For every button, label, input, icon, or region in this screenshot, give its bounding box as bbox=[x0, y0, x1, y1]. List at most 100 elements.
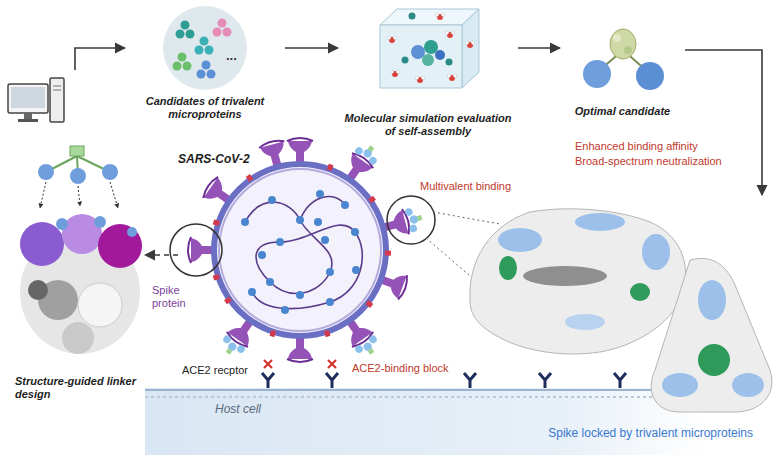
linker-design-figure bbox=[20, 222, 64, 266]
virus-figure bbox=[368, 196, 376, 204]
node-text: Host cell bbox=[215, 402, 261, 416]
spike-surface bbox=[565, 314, 605, 330]
computer-icon bbox=[53, 90, 61, 91]
computer-icon bbox=[11, 87, 45, 108]
linker-design-figure bbox=[78, 186, 80, 206]
node-text: Molecular simulation evaluation of self-… bbox=[342, 112, 514, 138]
optimal-candidate-figure bbox=[583, 60, 611, 88]
magnifier bbox=[170, 196, 500, 300]
virus-figure bbox=[214, 164, 386, 336]
virus-figure bbox=[213, 274, 220, 281]
virus-figure bbox=[324, 330, 331, 337]
computer-icon bbox=[53, 86, 61, 87]
block-note: ACE2-binding block bbox=[350, 362, 451, 375]
simulation-box bbox=[402, 57, 409, 64]
virus-figure bbox=[296, 291, 304, 299]
virus-figure bbox=[326, 268, 334, 276]
candidates-figure bbox=[163, 6, 247, 90]
virus-figure bbox=[248, 288, 256, 296]
linker-design-figure bbox=[62, 322, 94, 354]
computer-icon bbox=[50, 78, 64, 122]
virus-figure bbox=[296, 216, 304, 224]
binding-note: Multivalent binding bbox=[418, 180, 513, 193]
linker-design-figure bbox=[28, 280, 48, 300]
virus-figure bbox=[188, 138, 425, 362]
virus-figure bbox=[218, 334, 247, 360]
spike-surface bbox=[698, 344, 730, 376]
virus-figure bbox=[213, 220, 220, 227]
linker-design-figure bbox=[127, 227, 137, 237]
effect-note: Broad-spectrum neutralization bbox=[575, 155, 722, 168]
simulation-box bbox=[446, 59, 453, 66]
spike-surface bbox=[499, 256, 517, 280]
virus-figure bbox=[351, 228, 359, 236]
simulation-box bbox=[387, 36, 396, 43]
simulation-box bbox=[435, 50, 445, 60]
virus-node: SARS-CoV-2 bbox=[178, 150, 440, 375]
ace2-receptor bbox=[539, 373, 551, 388]
spike-surface bbox=[470, 209, 686, 354]
spike-surface bbox=[630, 283, 650, 301]
optimal-node: Optimal candidate bbox=[560, 15, 685, 120]
simulation-box bbox=[422, 54, 434, 66]
optimal-candidate-figure bbox=[610, 29, 636, 59]
simulation-box bbox=[435, 13, 444, 20]
virus-figure bbox=[316, 190, 324, 198]
connector bbox=[518, 47, 560, 49]
spike-surface bbox=[498, 228, 542, 252]
spike-surface bbox=[575, 213, 625, 231]
virus-figure bbox=[321, 236, 329, 244]
magnifier bbox=[170, 224, 222, 276]
computer-icon bbox=[24, 113, 32, 119]
simulation-box bbox=[380, 25, 462, 88]
simulation-box bbox=[447, 74, 456, 81]
spike-surface bbox=[523, 266, 607, 286]
optimal-candidate-figure bbox=[624, 46, 632, 54]
virus-figure bbox=[276, 238, 284, 246]
linker-design-figure bbox=[20, 146, 142, 354]
virus-figure bbox=[219, 169, 381, 331]
linker-design-figure bbox=[98, 224, 142, 268]
part-name: Spike protein bbox=[150, 284, 202, 310]
linker-design-figure bbox=[38, 164, 54, 180]
virus-figure bbox=[404, 206, 425, 234]
virus-figure bbox=[314, 218, 322, 226]
host-membrane bbox=[145, 396, 690, 398]
node-text: Optimal candidate bbox=[575, 105, 670, 118]
virus-figure bbox=[266, 278, 274, 286]
optimal-candidate-figure bbox=[636, 62, 664, 90]
virus-figure bbox=[268, 196, 276, 204]
simulation-node: Molecular simulation evaluation of self-… bbox=[338, 5, 518, 140]
node-text: SARS-CoV-2 bbox=[178, 152, 250, 166]
candidates-node: Candidates of trivalent microproteins bbox=[125, 5, 285, 123]
virus-figure bbox=[241, 218, 249, 226]
virus-figure bbox=[246, 174, 254, 182]
magnifier bbox=[433, 212, 500, 224]
virus-figure bbox=[270, 330, 277, 337]
virus-figure bbox=[341, 201, 349, 209]
connector bbox=[685, 50, 762, 195]
node-text: Structure-guided linker design bbox=[15, 375, 141, 401]
optimal-candidate-figure bbox=[583, 29, 664, 90]
node-text: Spike locked by trivalent microproteins bbox=[548, 426, 753, 440]
simulation-box bbox=[445, 31, 454, 38]
spike-surface bbox=[662, 373, 698, 397]
linker-design-figure bbox=[70, 146, 84, 156]
linker-design-figure bbox=[102, 164, 118, 180]
simulation-box bbox=[390, 70, 399, 77]
virus-figure bbox=[281, 306, 289, 314]
virus-figure bbox=[245, 197, 362, 309]
part-name: ACE2 recptor bbox=[180, 364, 250, 377]
spike-surface bbox=[642, 234, 670, 270]
candidates-figure bbox=[173, 53, 192, 71]
virus-figure bbox=[224, 297, 232, 305]
magnifier bbox=[387, 196, 435, 244]
ace2-receptor bbox=[262, 373, 274, 388]
candidates-figure bbox=[176, 21, 195, 39]
block-mark bbox=[264, 360, 272, 368]
host-membrane bbox=[145, 388, 705, 455]
spike-surface bbox=[651, 258, 772, 412]
